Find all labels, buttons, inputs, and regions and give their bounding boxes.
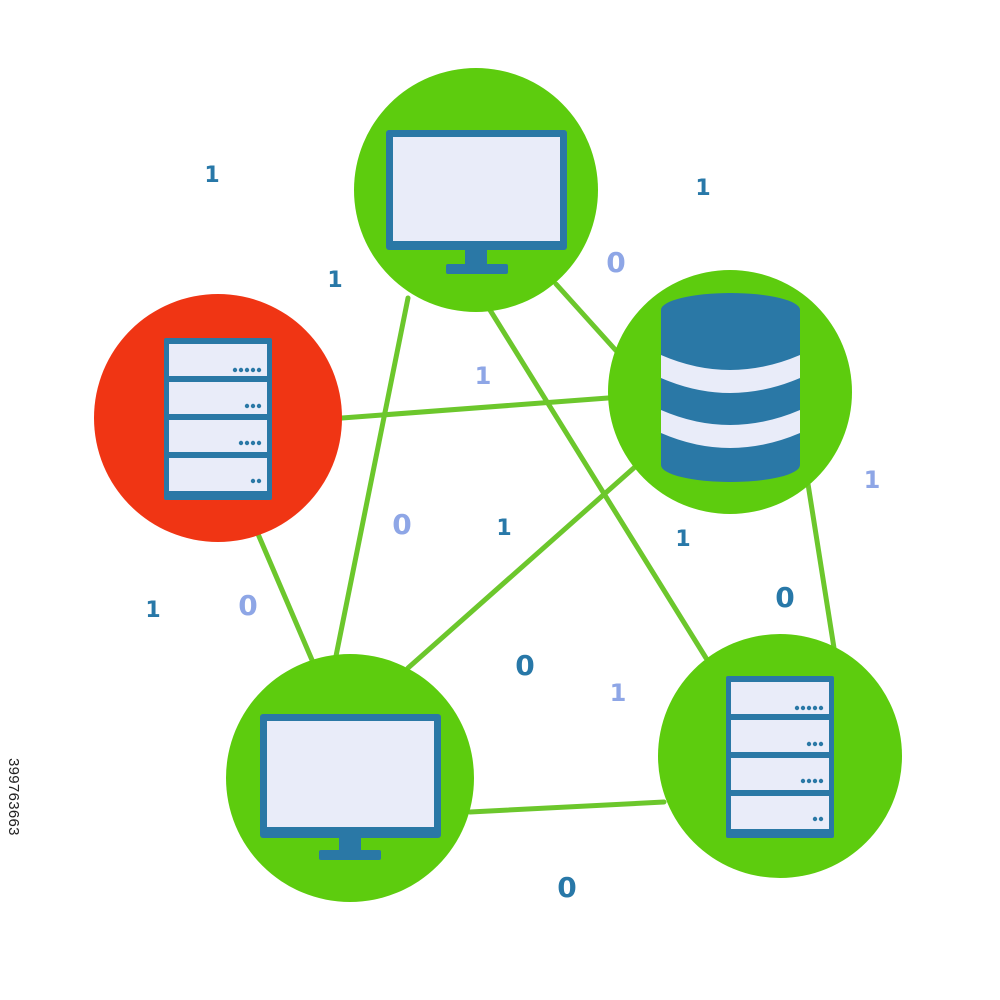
link-top-monitor-database <box>553 281 623 358</box>
binary-digit: 1 <box>327 268 343 293</box>
binary-digit: 1 <box>496 516 512 541</box>
database-icon <box>661 293 800 482</box>
binary-digit: 1 <box>609 679 627 707</box>
node-server-left <box>94 294 342 542</box>
link-top-monitor-server-right <box>487 307 709 661</box>
link-server-left-bottom-monitor <box>255 531 315 663</box>
server-rack-icon <box>726 676 834 838</box>
binary-digit: 0 <box>238 589 258 622</box>
binary-digit: 1 <box>863 466 881 494</box>
binary-digit: 1 <box>474 362 492 390</box>
link-top-monitor-bottom-monitor <box>333 295 411 659</box>
binary-digit: 0 <box>392 508 412 541</box>
link-server-left-database <box>339 395 611 421</box>
server-rack-icon <box>164 338 272 500</box>
monitor-icon <box>386 130 567 274</box>
link-database-server-right <box>805 481 837 651</box>
binary-digit: 1 <box>695 176 711 201</box>
node-server-right <box>658 634 902 878</box>
binary-digit: 1 <box>675 527 691 552</box>
binary-digit: 0 <box>515 649 535 682</box>
links-layer <box>255 281 837 815</box>
binary-digit: 0 <box>557 871 577 904</box>
binary-digit: 1 <box>204 163 220 188</box>
node-top-monitor <box>354 68 598 312</box>
link-bottom-monitor-server-right <box>467 799 667 815</box>
node-bottom-monitor <box>226 654 474 902</box>
binary-digit: 1 <box>145 598 161 623</box>
node-database <box>608 270 852 514</box>
stock-id-text: 399763663 <box>5 758 22 836</box>
binary-digit: 0 <box>775 581 795 614</box>
link-database-bottom-monitor <box>405 463 639 671</box>
binary-digit: 0 <box>606 246 626 279</box>
monitor-icon <box>260 714 441 860</box>
